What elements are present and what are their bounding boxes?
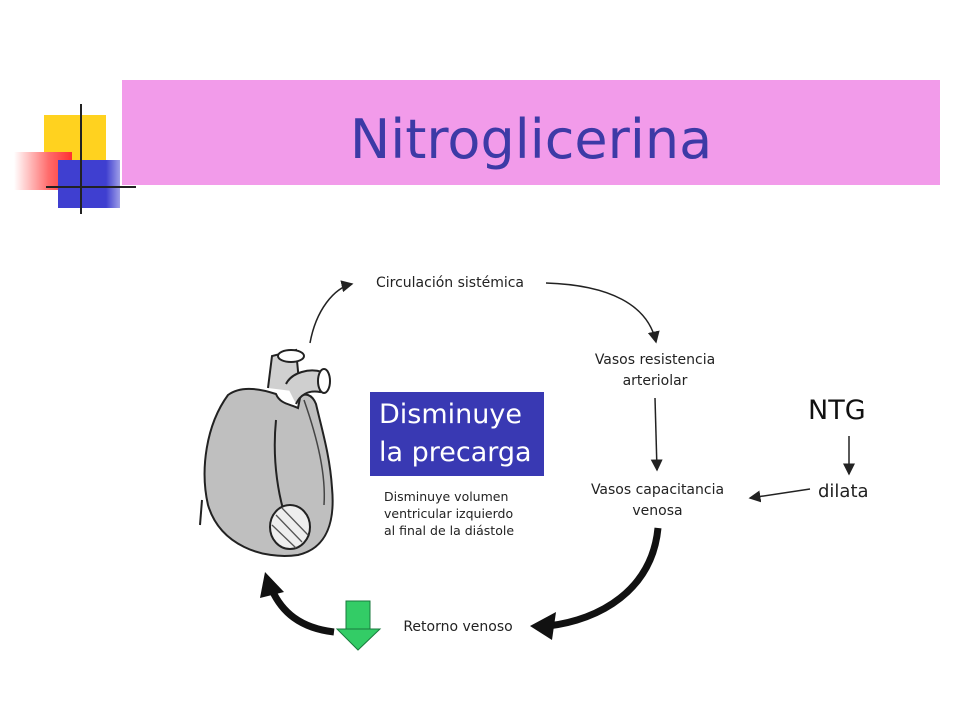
- note-text: Disminuye volumen ventricular izquierdo …: [384, 489, 515, 538]
- ntg-label: NTG: [808, 395, 866, 426]
- highlight-text: Disminuye la precarga: [379, 399, 532, 468]
- heart-illustration: [199, 348, 334, 557]
- node-circulacion: Circulación sistémica: [375, 275, 524, 291]
- highlight-box: Disminuye la precarga: [370, 392, 544, 476]
- slide-title: Nitroglicerina: [349, 108, 713, 171]
- title-band: [122, 80, 940, 185]
- node-vasos-capacitancia: Vasos capacitancia venosa: [590, 482, 725, 519]
- dilata-label: dilata: [818, 481, 869, 502]
- deco-horizontal-line: [46, 186, 136, 188]
- node-retorno: Retorno venoso: [403, 619, 513, 635]
- down-arrow-icon: [335, 600, 382, 651]
- deco-vertical-line: [80, 104, 82, 214]
- node-vasos-resistencia: Vasos resistencia arteriolar: [594, 352, 716, 389]
